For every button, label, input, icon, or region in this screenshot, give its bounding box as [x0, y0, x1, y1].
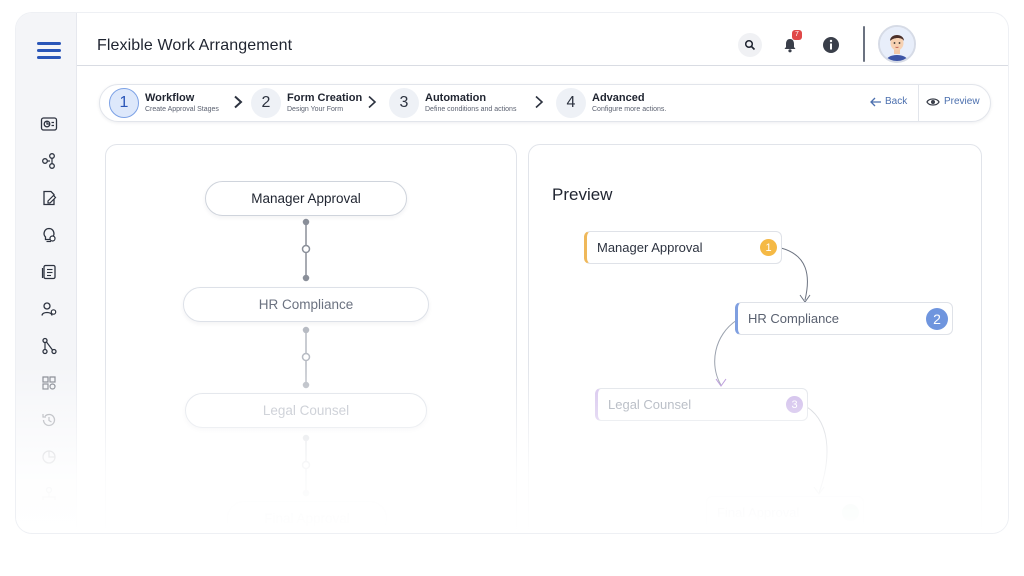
step-subtitle: Design Your Form [287, 105, 344, 113]
step-number: 3 [389, 88, 419, 118]
chevron-right-icon [234, 95, 243, 109]
preview-panel: Preview Manager Approval 1 HR Compliance… [528, 144, 982, 533]
step-title: Advanced [592, 91, 645, 104]
integrations-icon[interactable] [39, 373, 59, 393]
notifications-button[interactable]: 7 [778, 30, 802, 57]
back-button[interactable]: Back [870, 96, 907, 107]
reports-icon[interactable] [39, 447, 59, 467]
preview-node[interactable]: HR Compliance 2 [735, 302, 953, 335]
workflow-stage[interactable]: Final Approval [227, 501, 387, 533]
back-label: Back [885, 96, 908, 107]
workflow-stage[interactable]: HR Compliance [183, 287, 429, 322]
chevron-right-icon [535, 95, 544, 109]
preview-node[interactable]: Final Approval [706, 496, 864, 529]
user-avatar-icon [880, 27, 914, 61]
workflow-stage[interactable]: Manager Approval [205, 181, 407, 216]
settings-lightbulb-icon[interactable] [39, 225, 59, 245]
header-divider [863, 26, 865, 62]
history-icon[interactable] [39, 410, 59, 430]
step-number: 2 [251, 88, 281, 118]
info-icon [823, 37, 839, 53]
search-button[interactable] [738, 33, 762, 57]
preview-node-number: 2 [926, 308, 948, 330]
step-number: 4 [556, 88, 586, 118]
preview-node-number [842, 504, 859, 521]
workflow-canvas: Manager Approval HR Compliance Legal Cou… [105, 144, 517, 533]
preview-node-label: Legal Counsel [608, 397, 692, 412]
step-number: 1 [109, 88, 139, 118]
app-window: Flexible Work Arrangement 7 1 Workflow C… [16, 13, 1008, 533]
chevron-right-icon [368, 95, 377, 109]
dashboard-icon[interactable] [39, 114, 59, 134]
arrow-left-icon [870, 97, 881, 106]
page-title: Flexible Work Arrangement [97, 37, 293, 54]
step-advanced[interactable]: 4 Advanced Configure more actions. [556, 88, 666, 118]
search-icon [744, 39, 756, 51]
step-subtitle: Create Approval Stages [145, 105, 219, 113]
bell-icon [784, 39, 796, 53]
step-title: Automation [425, 91, 487, 104]
preview-node-number: 3 [786, 396, 803, 413]
step-workflow[interactable]: 1 Workflow Create Approval Stages [109, 88, 219, 118]
stepper: 1 Workflow Create Approval Stages 2 Form… [99, 84, 991, 122]
step-automation[interactable]: 3 Automation Define conditions and actio… [389, 88, 516, 118]
step-form-creation[interactable]: 2 Form Creation Design Your Form [251, 88, 362, 118]
avatar[interactable] [878, 25, 916, 63]
notification-badge: 7 [792, 30, 802, 40]
step-subtitle: Define conditions and actions [425, 105, 517, 113]
workflow-stage[interactable]: Legal Counsel [185, 393, 427, 428]
eye-icon [926, 97, 940, 106]
preview-button[interactable]: Preview [926, 96, 980, 107]
info-button[interactable] [819, 33, 843, 57]
preview-node-label: Manager Approval [597, 240, 703, 255]
hierarchy-icon[interactable] [39, 336, 59, 356]
step-subtitle: Configure more actions. [592, 105, 667, 113]
preview-node[interactable]: Legal Counsel 3 [595, 388, 808, 421]
stepper-divider [918, 85, 919, 121]
step-title: Form Creation [287, 91, 363, 104]
preview-label: Preview [944, 96, 980, 107]
menu-icon[interactable] [37, 42, 61, 60]
user-settings-icon[interactable] [39, 299, 59, 319]
workflow-icon[interactable] [39, 151, 59, 171]
preview-connectors [714, 247, 828, 495]
forms-icon[interactable] [39, 262, 59, 282]
preview-title: Preview [552, 185, 613, 204]
header-divider-line [77, 65, 1008, 66]
sidebar [16, 13, 77, 533]
preview-node-label: Final Approval [717, 505, 800, 520]
team-icon[interactable] [39, 484, 59, 504]
edit-document-icon[interactable] [39, 188, 59, 208]
step-title: Workflow [145, 91, 195, 104]
preview-node[interactable]: Manager Approval 1 [584, 231, 782, 264]
preview-node-number: 1 [760, 239, 777, 256]
preview-node-label: HR Compliance [748, 311, 840, 326]
